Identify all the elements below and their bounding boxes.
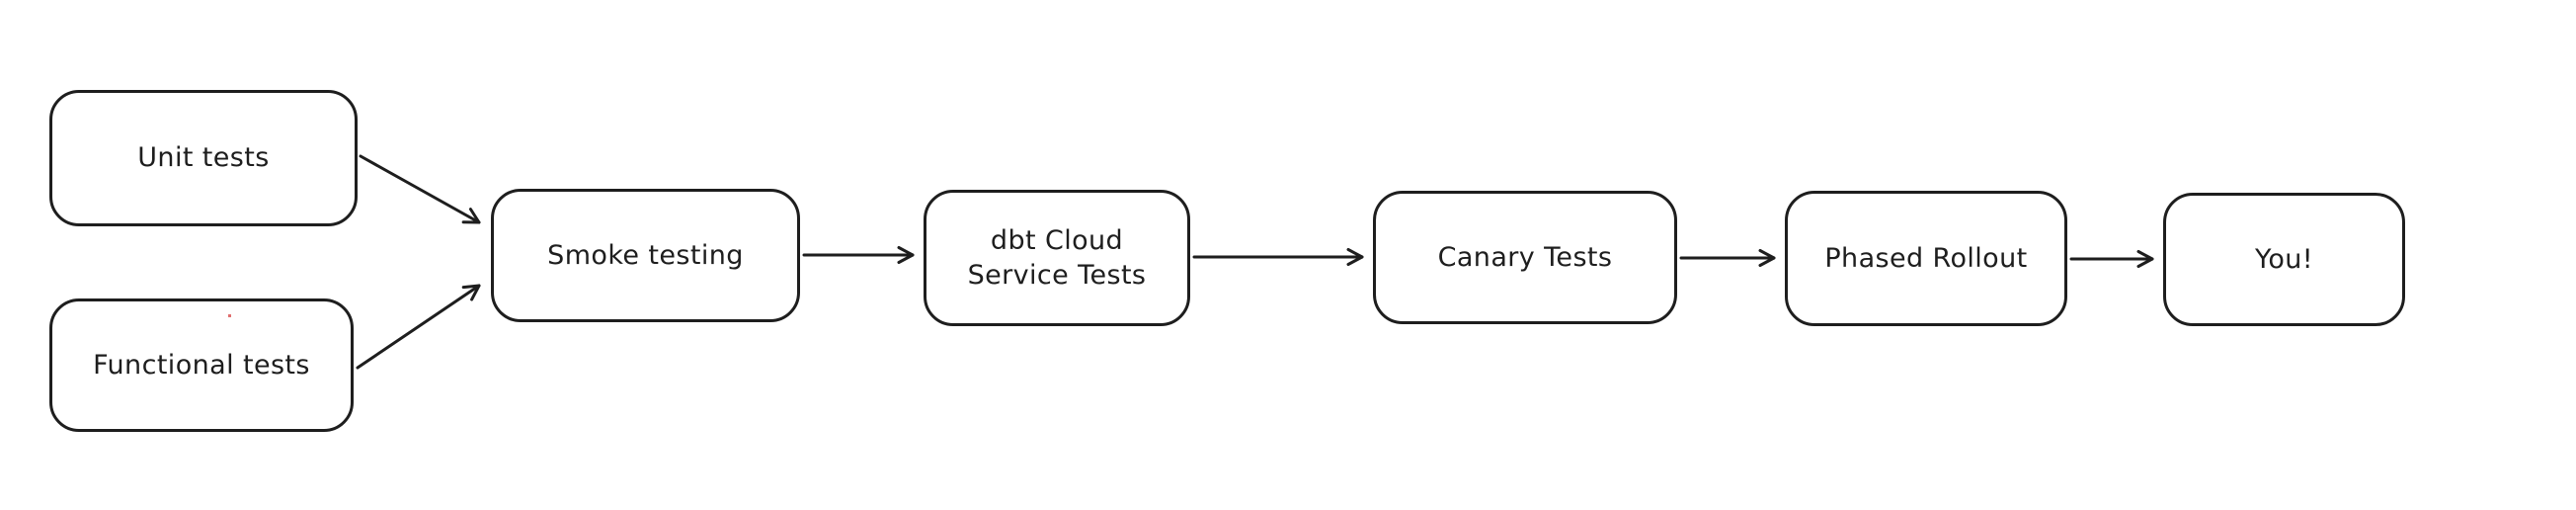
node-label-functional-tests: Functional tests (93, 349, 310, 381)
edge-unit-to-smoke (359, 154, 481, 224)
node-unit-tests: Unit tests (49, 90, 358, 226)
node-phased-rollout: Phased Rollout (1785, 191, 2067, 326)
node-functional-tests: Functional tests (49, 298, 354, 432)
node-dbt-cloud-service-tests: dbt Cloud Service Tests (924, 190, 1190, 326)
node-label-smoke-testing: Smoke testing (547, 239, 744, 271)
node-label-you: You! (2255, 243, 2313, 275)
node-label-phased-rollout: Phased Rollout (1824, 242, 2028, 274)
node-canary-tests: Canary Tests (1373, 191, 1677, 324)
node-label-unit-tests: Unit tests (137, 142, 270, 174)
stray-red-pixel-artifact (228, 314, 231, 317)
edge-functional-to-smoke (356, 284, 481, 370)
node-label-canary-tests: Canary Tests (1437, 241, 1613, 273)
node-label-dbt-cloud-service-tests: dbt Cloud Service Tests (967, 224, 1147, 291)
node-you: You! (2163, 193, 2405, 326)
node-smoke-testing: Smoke testing (491, 189, 800, 322)
